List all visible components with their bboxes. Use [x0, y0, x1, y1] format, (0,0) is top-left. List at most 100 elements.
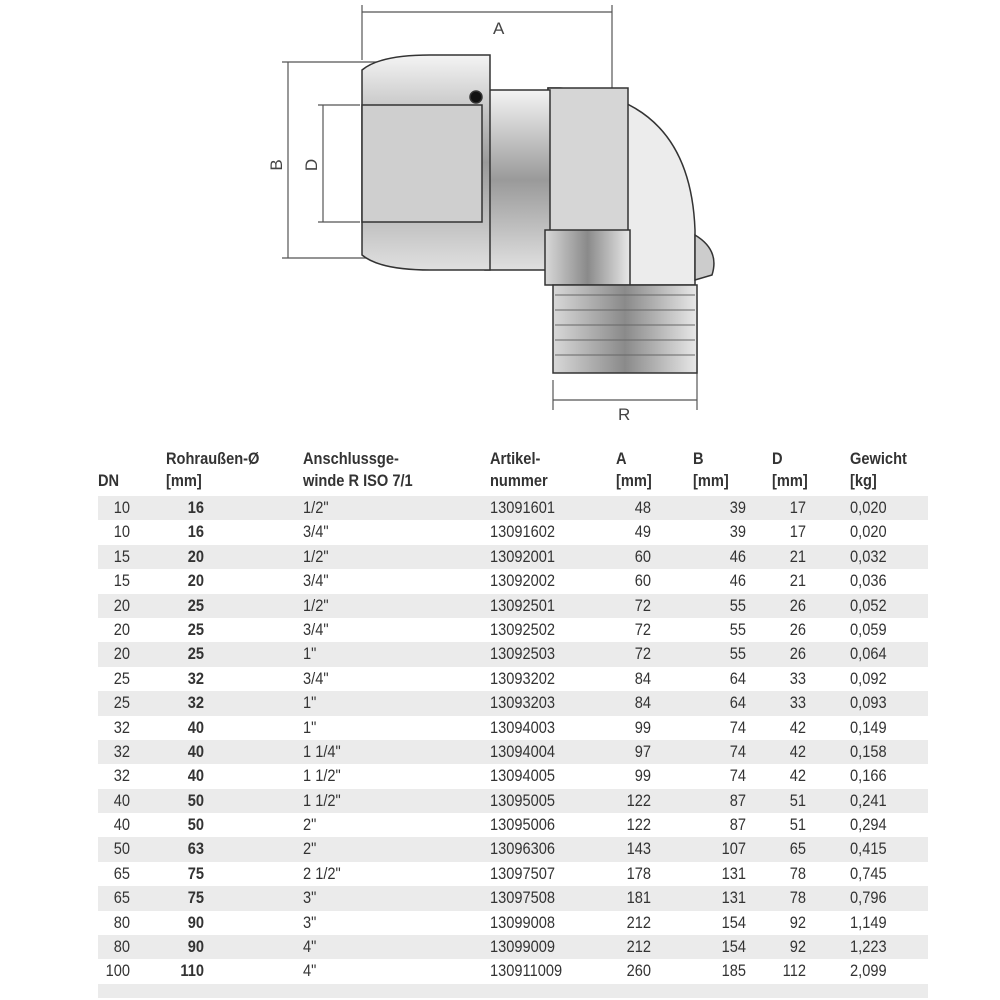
weight-cell: 0,415 — [850, 839, 887, 859]
weight-cell: 2,099 — [850, 961, 887, 981]
pipe-diameter-cell: 32 — [187, 668, 204, 688]
dn-cell: 15 — [113, 571, 130, 591]
article-number-cell: 13091602 — [490, 522, 556, 542]
d-cell: 17 — [789, 498, 806, 517]
article-number-cell: 130911009 — [490, 961, 563, 981]
thread-cell: 4" — [303, 961, 317, 981]
pipe-diameter-cell: 25 — [187, 619, 204, 639]
b-cell: 39 — [729, 522, 746, 542]
dn-cell: 32 — [113, 717, 130, 737]
a-cell: 122 — [626, 790, 651, 810]
pipe-diameter-cell: 40 — [187, 741, 204, 761]
article-number-cell: 13094005 — [490, 766, 556, 786]
article-number-cell: 13091601 — [490, 498, 556, 517]
a-cell: 72 — [634, 619, 651, 639]
article-number-cell: 13092501 — [490, 595, 556, 615]
article-number-cell: 13095006 — [490, 815, 556, 835]
weight-cell: 0,093 — [850, 693, 887, 713]
dimension-label-b: B — [267, 159, 286, 170]
a-cell: 97 — [634, 741, 651, 761]
pipe-diameter-cell: 16 — [187, 498, 204, 517]
d-cell: 42 — [789, 717, 806, 737]
dn-cell: 65 — [113, 888, 130, 908]
header-d: D — [772, 449, 783, 468]
pipe-diameter-cell: 63 — [187, 839, 204, 859]
d-cell: 21 — [789, 546, 806, 566]
a-cell: 178 — [626, 863, 651, 883]
pipe-diameter-cell: 50 — [187, 815, 204, 835]
article-number-cell: 13092502 — [490, 619, 556, 639]
pipe-diameter-cell: 75 — [187, 863, 204, 883]
a-cell: 212 — [626, 912, 651, 932]
a-cell: 143 — [626, 839, 651, 859]
header-weight-unit: [kg] — [850, 471, 877, 490]
header-a: A — [616, 449, 627, 468]
article-number-cell: 13094003 — [490, 717, 556, 737]
thread-cell: 4" — [303, 937, 317, 957]
thread-cell: 3/4" — [303, 571, 329, 591]
dn-cell: 40 — [113, 815, 130, 835]
a-cell: 60 — [634, 546, 651, 566]
pipe-diameter-cell: 25 — [187, 595, 204, 615]
thread-cell: 3/4" — [303, 522, 329, 542]
weight-cell: 0,052 — [850, 595, 887, 615]
dn-cell: 100 — [105, 961, 130, 981]
b-cell: 87 — [729, 790, 746, 810]
dimensions-table: DN Rohraußen-Ø [mm] Anschlussge- winde R… — [98, 440, 928, 998]
d-cell: 92 — [789, 912, 806, 932]
a-cell: 84 — [634, 693, 651, 713]
dn-cell: 32 — [113, 741, 130, 761]
pipe-diameter-cell: 90 — [187, 937, 204, 957]
dimension-label-a: A — [493, 19, 505, 38]
weight-cell: 0,064 — [850, 644, 887, 664]
d-cell: 78 — [789, 888, 806, 908]
article-number-cell: 13092002 — [490, 571, 556, 591]
pipe-diameter-cell: 50 — [187, 790, 204, 810]
b-cell: 74 — [729, 766, 746, 786]
pipe-diameter-cell: 90 — [187, 912, 204, 932]
thread-cell: 1 1/4" — [303, 741, 341, 761]
article-number-cell: 13095005 — [490, 790, 556, 810]
a-cell: 72 — [634, 595, 651, 615]
thread-cell: 3" — [303, 888, 317, 908]
b-cell: 46 — [729, 546, 746, 566]
dn-cell: 15 — [113, 546, 130, 566]
b-cell: 64 — [729, 693, 746, 713]
header-b: B — [693, 449, 704, 468]
thread-cell: 1/2" — [303, 595, 329, 615]
a-cell: 181 — [626, 888, 651, 908]
a-cell: 212 — [626, 937, 651, 957]
article-number-cell: 13096306 — [490, 839, 556, 859]
article-number-cell: 13097508 — [490, 888, 556, 908]
weight-cell: 1,223 — [850, 937, 887, 957]
header-article-2: nummer — [490, 471, 548, 490]
a-cell: 60 — [634, 571, 651, 591]
header-pipe-unit: [mm] — [166, 471, 202, 490]
d-cell: 78 — [789, 863, 806, 883]
b-cell: 154 — [721, 937, 746, 957]
dn-cell: 10 — [113, 522, 130, 542]
dimension-label-d: D — [302, 159, 321, 171]
weight-cell: 0,036 — [850, 571, 887, 591]
dn-cell: 65 — [113, 863, 130, 883]
header-weight: Gewicht — [850, 449, 907, 468]
header-d-unit: [mm] — [772, 471, 808, 490]
d-cell: 42 — [789, 741, 806, 761]
article-number-cell: 13093202 — [490, 668, 556, 688]
b-cell: 46 — [729, 571, 746, 591]
thread-cell: 1 1/2" — [303, 790, 341, 810]
thread-cell: 3/4" — [303, 619, 329, 639]
article-number-cell: 13094004 — [490, 741, 556, 761]
weight-cell: 0,020 — [850, 498, 887, 517]
dn-cell: 20 — [113, 619, 130, 639]
dimension-label-r: R — [618, 405, 630, 424]
table-footer-stripe — [98, 983, 928, 998]
article-number-cell: 13099008 — [490, 912, 556, 932]
a-cell: 84 — [634, 668, 651, 688]
